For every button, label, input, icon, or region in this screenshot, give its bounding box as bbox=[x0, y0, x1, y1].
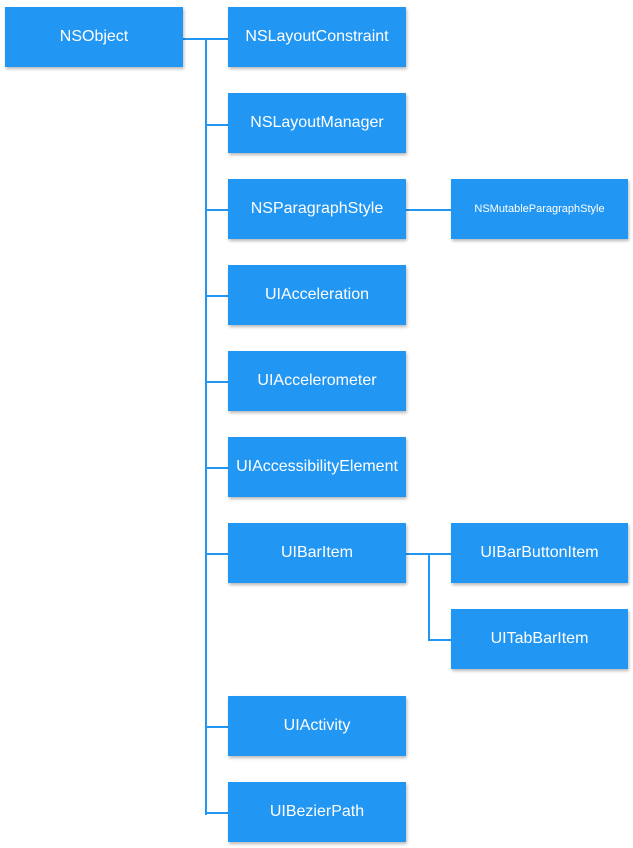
connector-paragraph-to-mutable bbox=[405, 209, 451, 211]
node-nsobject: NSObject bbox=[5, 7, 183, 67]
connector-to-uibaritem bbox=[205, 553, 228, 555]
connector-to-uiaccelerometer bbox=[205, 381, 228, 383]
node-uiaccelerometer: UIAccelerometer bbox=[228, 351, 406, 411]
node-uiactivity: UIActivity bbox=[228, 696, 406, 756]
connector-to-nslayoutmanager bbox=[205, 124, 228, 126]
node-uibezierpath: UIBezierPath bbox=[228, 782, 406, 842]
connector-to-uiactivity bbox=[205, 726, 228, 728]
node-nsmutableparagraphstyle: NSMutableParagraphStyle bbox=[451, 179, 628, 239]
connector-to-nsparagraphstyle bbox=[205, 209, 228, 211]
node-uiaccessibilityelement: UIAccessibilityElement bbox=[228, 437, 406, 497]
node-nslayoutconstraint: NSLayoutConstraint bbox=[228, 7, 406, 67]
connector-to-uiacceleration bbox=[205, 295, 228, 297]
connector-baritem-to-tabbaritem bbox=[428, 639, 451, 641]
connector-main-trunk bbox=[205, 38, 207, 815]
node-uibaritem: UIBarItem bbox=[228, 523, 406, 583]
node-uitabbaritem: UITabBarItem bbox=[451, 609, 628, 669]
node-nslayoutmanager: NSLayoutManager bbox=[228, 93, 406, 153]
node-nsparagraphstyle: NSParagraphStyle bbox=[228, 179, 406, 239]
node-uibarbuttonitem: UIBarButtonItem bbox=[451, 523, 628, 583]
connector-to-uiaccessibilityelement bbox=[205, 467, 228, 469]
node-uiacceleration: UIAcceleration bbox=[228, 265, 406, 325]
connector-to-uibezierpath bbox=[205, 812, 228, 814]
connector-baritem-subtrunk bbox=[428, 553, 430, 641]
